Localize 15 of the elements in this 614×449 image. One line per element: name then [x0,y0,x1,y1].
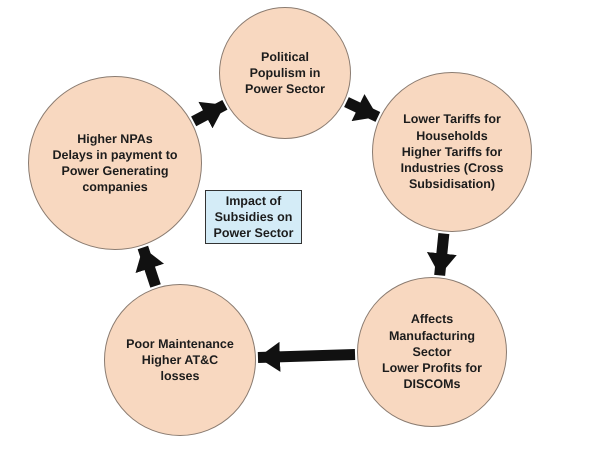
node-text: Higher AT&C losses [140,352,220,384]
node-text: Higher NPAs [77,130,153,147]
node-text: Poor Maintenance [126,336,234,352]
node-text: Political Populism in Power Sector [244,48,326,98]
node-text: Affects Manufacturing Sector [388,311,476,360]
arrow [258,342,356,372]
arrow [344,94,380,122]
node-text: Higher Tariffs for Industries (Cross Subsidisation) [400,144,504,193]
arrow [136,246,164,288]
arrow [426,233,457,276]
node-text: Lower Profits for DISCOMs [380,360,483,393]
title-box [205,190,302,244]
node-text: Delays in payment to Power Generating companies [51,146,179,196]
node-text: Impact of Subsidies on Power Sector [212,192,294,242]
node-text: Lower Tariffs for Households [402,111,502,144]
